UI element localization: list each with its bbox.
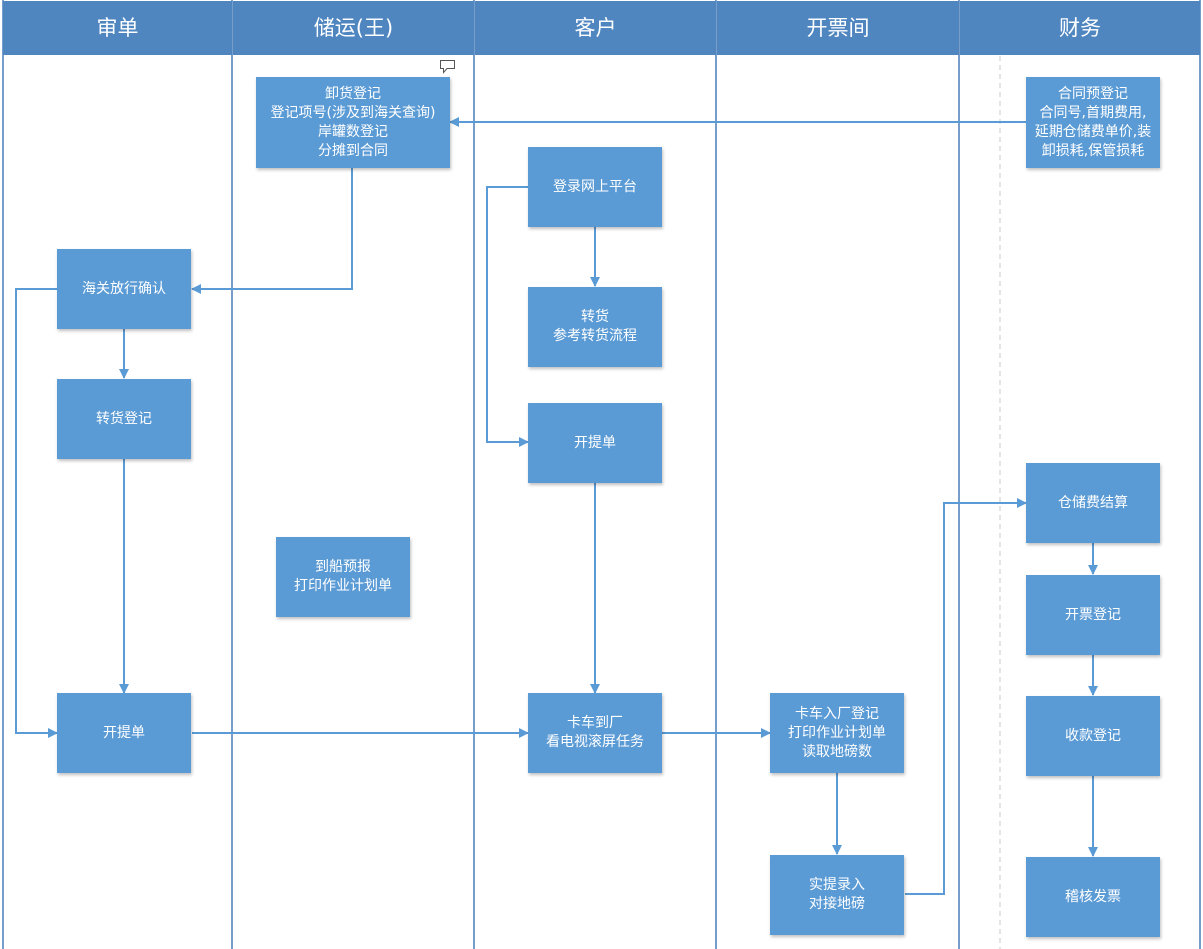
node-unload-registration[interactable]: 卸货登记 登记项号(涉及到海关查询) 岸罐数登记 分摊到合同: [256, 77, 450, 168]
node-contract-preregistration[interactable]: 合同预登记 合同号,首期费用, 延期仓储费单价,装 卸损耗,保管损耗: [1026, 77, 1160, 168]
node-transfer-goods[interactable]: 转货 参考转货流程: [528, 287, 662, 367]
node-label: 卸货登记 登记项号(涉及到海关查询) 岸罐数登记 分摊到合同: [270, 85, 436, 159]
comment-icon[interactable]: [439, 59, 456, 75]
connector-customs-to-bill: [15, 288, 58, 738]
node-label: 开提单: [103, 724, 145, 741]
connector-lifting-to-settlement: [905, 498, 1027, 895]
node-ship-arrival-forecast[interactable]: 到船预报 打印作业计划单: [276, 537, 410, 617]
lane-header-chuyun: 储运(王): [233, 1, 474, 55]
node-customer-bill-of-lading[interactable]: 开提单: [528, 403, 662, 483]
node-label: 转货 参考转货流程: [553, 309, 637, 344]
node-invoice-registration[interactable]: 开票登记: [1026, 575, 1160, 655]
node-review-bill-of-lading[interactable]: 开提单: [57, 693, 191, 773]
node-label: 开提单: [574, 434, 616, 451]
connector-login-to-customer-bill: [486, 186, 529, 447]
node-label: 仓储费结算: [1058, 494, 1128, 511]
node-actual-lifting-entry[interactable]: 实提录入 对接地磅: [770, 855, 904, 935]
connector-unload-to-customs: [191, 168, 353, 294]
node-audit-invoice[interactable]: 稽核发票: [1026, 857, 1160, 937]
lane-header-kehu: 客户: [475, 1, 716, 55]
node-truck-arrival[interactable]: 卡车到厂 看电视滚屏任务: [528, 693, 662, 773]
node-truck-entry-registration[interactable]: 卡车入厂登记 打印作业计划单 读取地磅数: [770, 693, 904, 773]
lane-header-caiwu: 财务: [960, 1, 1200, 55]
node-payment-registration[interactable]: 收款登记: [1026, 696, 1160, 776]
node-label: 实提录入 对接地磅: [809, 877, 865, 912]
node-storage-fee-settlement[interactable]: 仓储费结算: [1026, 463, 1160, 543]
node-label: 到船预报 打印作业计划单: [294, 559, 392, 594]
node-label: 收款登记: [1065, 727, 1121, 744]
node-label: 海关放行确认: [82, 280, 166, 297]
node-label: 开票登记: [1065, 606, 1121, 623]
node-label: 稽核发票: [1065, 888, 1121, 905]
node-label: 合同预登记 合同号,首期费用, 延期仓储费单价,装 卸损耗,保管损耗: [1034, 85, 1152, 159]
node-online-platform-login[interactable]: 登录网上平台: [528, 147, 662, 227]
node-label: 卡车入厂登记 打印作业计划单 读取地磅数: [788, 705, 886, 760]
lane-header-shendan: 审单: [3, 1, 232, 55]
node-transfer-registration[interactable]: 转货登记: [57, 379, 191, 459]
node-label: 卡车到厂 看电视滚屏任务: [546, 715, 644, 750]
lane-header-kaipiao: 开票间: [717, 1, 959, 55]
node-label: 转货登记: [96, 410, 152, 427]
node-label: 登录网上平台: [553, 178, 637, 195]
node-customs-release-confirm[interactable]: 海关放行确认: [57, 249, 191, 329]
